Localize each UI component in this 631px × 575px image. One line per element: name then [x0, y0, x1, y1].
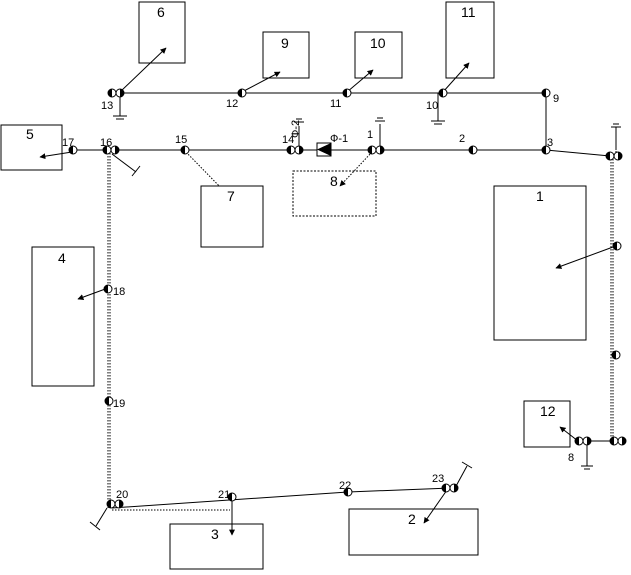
node-label-12: 12 [226, 98, 238, 110]
ground-icon [111, 153, 141, 177]
arrow-12-to-9 [241, 71, 281, 93]
box-10[interactable]: 10 [354, 31, 403, 79]
box-7-label: 7 [227, 188, 235, 204]
ground-icon [431, 93, 445, 125]
node-label-20: 20 [116, 489, 128, 501]
arrow-17-to-5 [39, 151, 73, 160]
box-6[interactable]: 6 [138, 1, 186, 64]
node-2[interactable] [468, 145, 478, 155]
arrow-10-to-11 [442, 62, 470, 93]
line-3-to-right [545, 149, 611, 157]
node-11[interactable] [342, 88, 352, 98]
node-8[interactable] [574, 436, 592, 446]
box-10-label: 10 [370, 35, 386, 51]
node-label-8: 8 [568, 452, 574, 464]
box-3[interactable]: 3 [169, 523, 264, 570]
line-bottom-right [347, 487, 452, 493]
node-label-15: 15 [175, 134, 187, 146]
box-11[interactable]: 11 [445, 1, 495, 79]
dotted-lines [107, 127, 617, 511]
arrow-11-to-10 [346, 69, 374, 93]
node-label-10: 10 [426, 100, 438, 112]
filter-f1[interactable]: Ф-1 [316, 133, 348, 157]
node-label-2: 2 [459, 133, 465, 145]
node-23[interactable] [441, 483, 459, 493]
box-5[interactable]: 5 [0, 124, 63, 171]
node-12[interactable] [237, 88, 247, 98]
node-label-3: 3 [547, 137, 553, 149]
box-3-label: 3 [211, 526, 219, 542]
node-label-23: 23 [432, 473, 444, 485]
box-8-label: 8 [330, 173, 338, 189]
filter-f2-label: Ф-2 [290, 120, 302, 138]
node-18[interactable] [103, 284, 113, 294]
node-14[interactable] [286, 145, 304, 155]
box-9[interactable]: 9 [262, 31, 310, 79]
node-15[interactable] [180, 145, 190, 155]
node-19[interactable] [104, 396, 114, 406]
box-9-label: 9 [281, 35, 289, 51]
node-3[interactable] [541, 145, 551, 155]
box-6-label: 6 [157, 4, 165, 20]
box-12-label: 12 [540, 403, 556, 419]
node-label-13: 13 [101, 100, 113, 112]
node-label-17: 17 [62, 137, 74, 149]
node-right-bottom[interactable] [609, 436, 627, 446]
box-2-label: 2 [408, 511, 416, 527]
box-11-label: 11 [461, 4, 476, 20]
box-2[interactable]: 2 [348, 508, 479, 556]
node-1[interactable] [367, 145, 385, 155]
node-right-low[interactable] [611, 350, 621, 360]
arrow-18-to-4 [77, 287, 109, 300]
device-boxes: 6 9 10 11 5 8 7 1 [0, 1, 587, 570]
node-20[interactable] [106, 499, 124, 509]
arrow-23-to-2 [423, 489, 448, 524]
ground-icon [454, 461, 473, 489]
filter-f1-label: Ф-1 [330, 133, 348, 145]
box-8[interactable]: 8 [292, 170, 377, 217]
line-15-to-7 [183, 149, 227, 194]
arrow-8-to-12 [559, 426, 579, 442]
node-label-18: 18 [113, 286, 125, 298]
node-labels: 13 12 11 10 9 17 16 15 14 1 2 3 18 19 20… [62, 93, 574, 501]
node-13[interactable] [107, 88, 125, 98]
node-17[interactable] [68, 145, 78, 155]
box-1-label: 1 [536, 188, 544, 204]
arrow-right-to-1 [555, 246, 614, 269]
box-4[interactable]: 4 [31, 246, 95, 387]
ground-icon [375, 117, 385, 150]
arrow-13-to-6 [119, 47, 167, 93]
box-7[interactable]: 7 [200, 185, 264, 248]
node-right-mid[interactable] [612, 241, 622, 251]
ground-icon [89, 507, 108, 531]
node-9[interactable] [541, 88, 551, 98]
node-label-1: 1 [367, 129, 373, 141]
node-right-top[interactable] [605, 151, 623, 161]
node-22[interactable] [343, 487, 353, 497]
ground-icon [611, 123, 621, 150]
box-5-label: 5 [26, 126, 34, 142]
box-4-label: 4 [58, 250, 66, 266]
box-1[interactable]: 1 [493, 185, 587, 341]
arrows [39, 47, 614, 536]
node-16[interactable] [102, 145, 120, 155]
node-label-14: 14 [282, 134, 294, 146]
node-label-9: 9 [553, 93, 559, 105]
node-21[interactable] [227, 492, 237, 502]
box-12[interactable]: 12 [523, 400, 571, 448]
node-label-16: 16 [100, 137, 112, 149]
node-label-19: 19 [113, 398, 125, 410]
node-label-21: 21 [218, 489, 230, 501]
node-10[interactable] [438, 88, 448, 98]
node-label-22: 22 [339, 480, 351, 492]
node-label-11: 11 [330, 98, 341, 110]
node-markers [68, 88, 627, 509]
filter-triangle [317, 143, 331, 156]
